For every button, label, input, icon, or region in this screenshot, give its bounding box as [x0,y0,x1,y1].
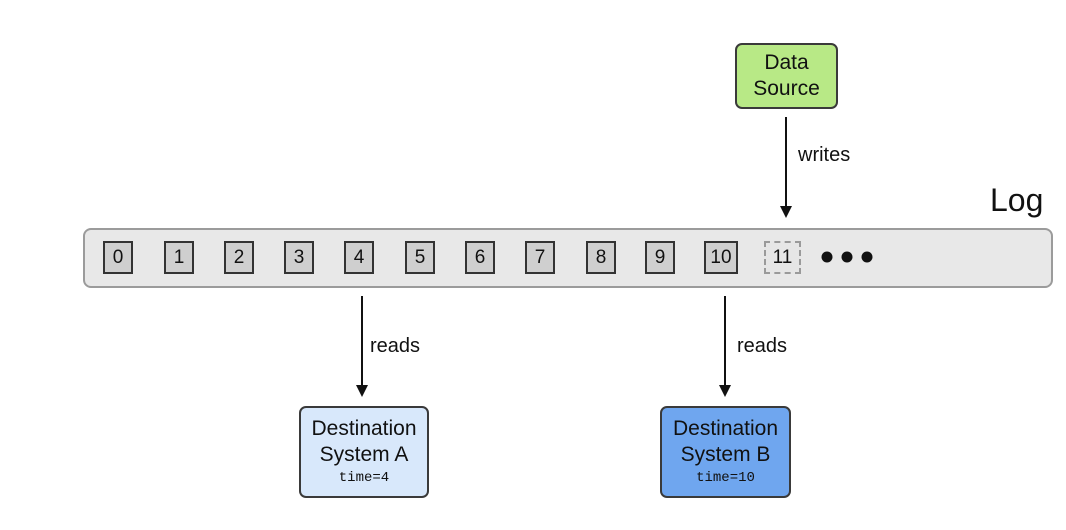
log-entry: 9 [645,241,675,274]
log-entry: 10 [704,241,738,274]
data-source-box: Data Source [735,43,838,109]
log-entry: 6 [465,241,495,274]
destination-b-label-line2: System B [680,443,771,466]
log-entry: 7 [525,241,555,274]
destination-a-label-line2: System A [319,443,409,466]
log-entry: 5 [405,241,435,274]
destination-b-time: time=10 [696,470,755,486]
log-entry: 3 [284,241,314,274]
log-entry: 2 [224,241,254,274]
log-entry: 1 [164,241,194,274]
log-entry: 0 [103,241,133,274]
data-source-label-line1: Data [764,51,809,74]
destination-system-a-box: Destination System A time=4 [299,406,429,498]
log-entry: 4 [344,241,374,274]
reads-label-b: reads [737,335,788,357]
destination-system-b-box: Destination System B time=10 [660,406,791,498]
log-entry-pending: 11 [764,241,801,274]
writes-label: writes [798,144,851,166]
destination-a-label-line1: Destination [311,417,417,440]
reads-label-a: reads [370,335,421,357]
ellipsis-icon [821,251,873,263]
log-title: Log [990,182,1044,218]
log-entry: 8 [586,241,616,274]
destination-b-label-line1: Destination [672,417,779,440]
data-source-label-line2: Source [753,77,820,100]
destination-a-time: time=4 [338,470,390,486]
